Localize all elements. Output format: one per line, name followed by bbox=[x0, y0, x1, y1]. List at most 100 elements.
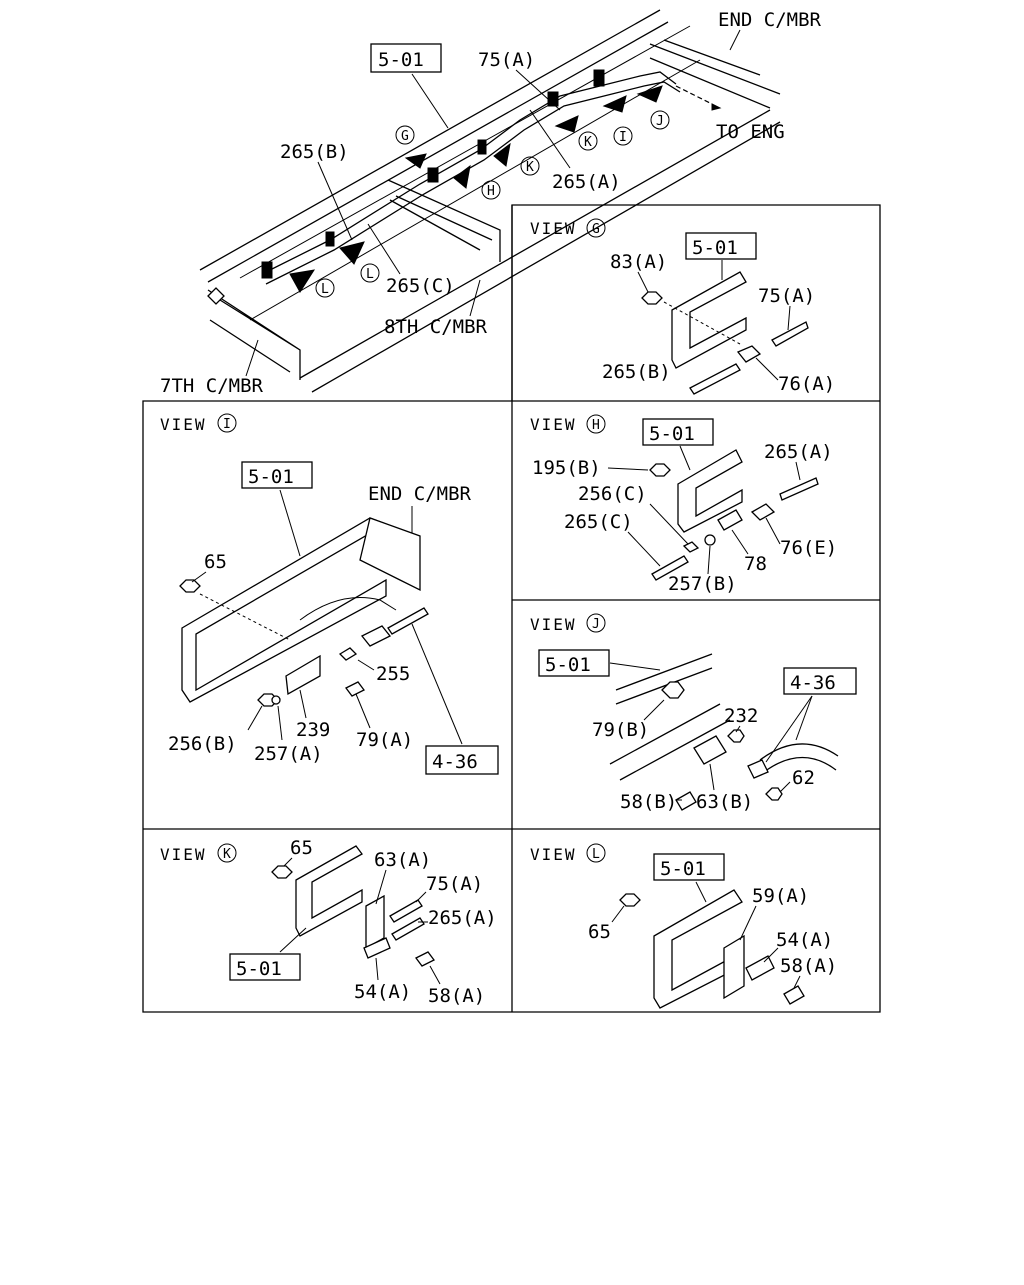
view-k-leader-75a bbox=[415, 891, 427, 903]
view-i-leader-79a bbox=[355, 693, 371, 729]
view-i-bracket-239 bbox=[285, 654, 321, 696]
marker-g[interactable]: G bbox=[395, 125, 415, 145]
label-265b: 265(B) bbox=[280, 141, 349, 163]
view-i-leader-257a bbox=[277, 705, 283, 741]
view-h-bolt-195b bbox=[649, 463, 671, 477]
view-h-nut-256c bbox=[682, 541, 700, 553]
view-j-label-63b: 63(B) bbox=[696, 791, 753, 813]
view-h-title: VIEW bbox=[530, 415, 577, 434]
view-g-union-76a bbox=[736, 345, 762, 363]
svg-text:I: I bbox=[223, 417, 231, 432]
view-j-hose bbox=[759, 743, 839, 761]
view-h-label-195b: 195(B) bbox=[532, 457, 601, 479]
view-i-ref-text-4-36: 4-36 bbox=[432, 751, 478, 773]
ref-box-5-01[interactable] bbox=[370, 43, 442, 73]
view-k-leader-54a bbox=[375, 957, 379, 981]
view-j-label-58b: 58(B) bbox=[620, 791, 677, 813]
view-k-panel: VIEW K 65 63(A) 75(A) 265(A) 5-01 54(A) … bbox=[160, 837, 497, 1007]
view-i-label-256b: 256(B) bbox=[168, 733, 237, 755]
view-l-clip-54a bbox=[745, 955, 775, 981]
arrow-i bbox=[602, 95, 627, 113]
view-j-leader-79b bbox=[643, 699, 665, 721]
view-h-leader-265a bbox=[795, 461, 801, 481]
marker-l2[interactable]: L bbox=[360, 263, 380, 283]
marker-j[interactable]: J bbox=[650, 110, 670, 130]
view-h-leader-257b bbox=[707, 545, 711, 575]
view-i-label-79a: 79(A) bbox=[356, 729, 413, 751]
view-i-crossmember-flange bbox=[299, 597, 397, 621]
view-i-end-crossmember bbox=[359, 517, 421, 592]
view-i-leader-4-36 bbox=[411, 623, 463, 745]
view-g-frame bbox=[671, 271, 747, 369]
view-j-leader-232 bbox=[735, 725, 741, 733]
clip-l2 bbox=[325, 231, 335, 247]
view-j-ref-text: 5-01 bbox=[545, 654, 591, 676]
view-g-title: VIEW bbox=[530, 219, 577, 238]
leader-265b bbox=[317, 161, 353, 241]
view-h-leader-256c bbox=[649, 503, 689, 545]
view-i-panel: VIEW I 5-01 END C/MBR 65 255 239 256(B) … bbox=[160, 413, 499, 775]
view-j-clip-63b bbox=[693, 735, 727, 765]
view-j-leader-4-36b bbox=[795, 695, 813, 741]
view-i-leader-256b bbox=[247, 705, 263, 731]
view-h-pipe-265c bbox=[651, 555, 689, 581]
view-l-ref-box[interactable] bbox=[653, 853, 725, 881]
view-j-title: VIEW bbox=[530, 615, 577, 634]
view-g-ref-box[interactable] bbox=[685, 232, 757, 260]
view-h-label-257b: 257(B) bbox=[668, 573, 737, 595]
frame-rail-web bbox=[239, 25, 701, 321]
frame-rail-right bbox=[299, 109, 781, 393]
view-j-ref-box[interactable] bbox=[538, 649, 610, 677]
view-h-label-265c: 265(C) bbox=[564, 511, 633, 533]
label-75a: 75(A) bbox=[478, 49, 535, 71]
view-j-leader-62 bbox=[779, 781, 791, 793]
leader-75a bbox=[515, 69, 561, 111]
view-i-ref-box[interactable] bbox=[241, 461, 313, 489]
brake-pipe-upper bbox=[261, 71, 677, 275]
view-j-ref-box-4-36[interactable] bbox=[783, 667, 857, 695]
label-end-crossmember: END C/MBR bbox=[718, 9, 822, 31]
view-j-bracket-62 bbox=[747, 759, 769, 779]
arrow-l1 bbox=[289, 269, 316, 293]
view-i-frame-rail bbox=[181, 517, 388, 703]
leader-265c bbox=[367, 223, 401, 275]
marker-h[interactable]: H bbox=[481, 180, 501, 200]
view-g-label-75a: 75(A) bbox=[758, 285, 815, 307]
view-l-panel: VIEW L 5-01 65 59(A) 54(A) 58(A) bbox=[530, 843, 837, 1009]
view-k-label-63a: 63(A) bbox=[374, 849, 431, 871]
view-k-nut-65 bbox=[271, 865, 293, 879]
view-k-pipe-265a bbox=[391, 917, 425, 941]
view-i-marker: I bbox=[217, 413, 237, 433]
view-j-ref-leader bbox=[609, 662, 661, 671]
view-l-nut-65 bbox=[619, 893, 641, 907]
marker-i[interactable]: I bbox=[613, 126, 633, 146]
marker-l1[interactable]: L bbox=[315, 278, 335, 298]
view-l-leader-59a bbox=[739, 905, 757, 941]
marker-k2[interactable]: K bbox=[520, 156, 540, 176]
view-l-label-54a: 54(A) bbox=[776, 929, 833, 951]
view-j-leader-4-36a bbox=[765, 695, 813, 763]
view-l-leader-58a bbox=[793, 975, 801, 989]
view-h-label-78: 78 bbox=[744, 553, 767, 575]
svg-text:L: L bbox=[321, 282, 329, 297]
view-h-leader-265c bbox=[627, 531, 661, 567]
view-k-leader-63a bbox=[375, 869, 387, 905]
arrow-l2 bbox=[339, 241, 365, 265]
view-k-clip-63a bbox=[365, 894, 385, 950]
arrow-j bbox=[636, 85, 663, 103]
arrow-k bbox=[554, 115, 579, 133]
label-to-engine: TO ENG bbox=[716, 121, 785, 143]
view-h-label-256c: 256(C) bbox=[578, 483, 647, 505]
marker-k1[interactable]: K bbox=[578, 131, 598, 151]
view-g-panel: VIEW G 5-01 83(A) 75(A) 265(B) 76(A) bbox=[530, 218, 835, 395]
view-i-label-255: 255 bbox=[376, 663, 410, 685]
view-k-label-65: 65 bbox=[290, 837, 313, 859]
view-k-ref-box[interactable] bbox=[229, 953, 301, 981]
view-i-axis bbox=[199, 593, 291, 641]
clip-h bbox=[477, 139, 487, 155]
view-j-label-79b: 79(B) bbox=[592, 719, 649, 741]
view-i-ref-box-4-36[interactable] bbox=[425, 745, 499, 775]
view-h-ref-box[interactable] bbox=[642, 418, 714, 446]
view-k-ref-leader bbox=[279, 927, 307, 953]
view-k-frame bbox=[295, 845, 363, 937]
